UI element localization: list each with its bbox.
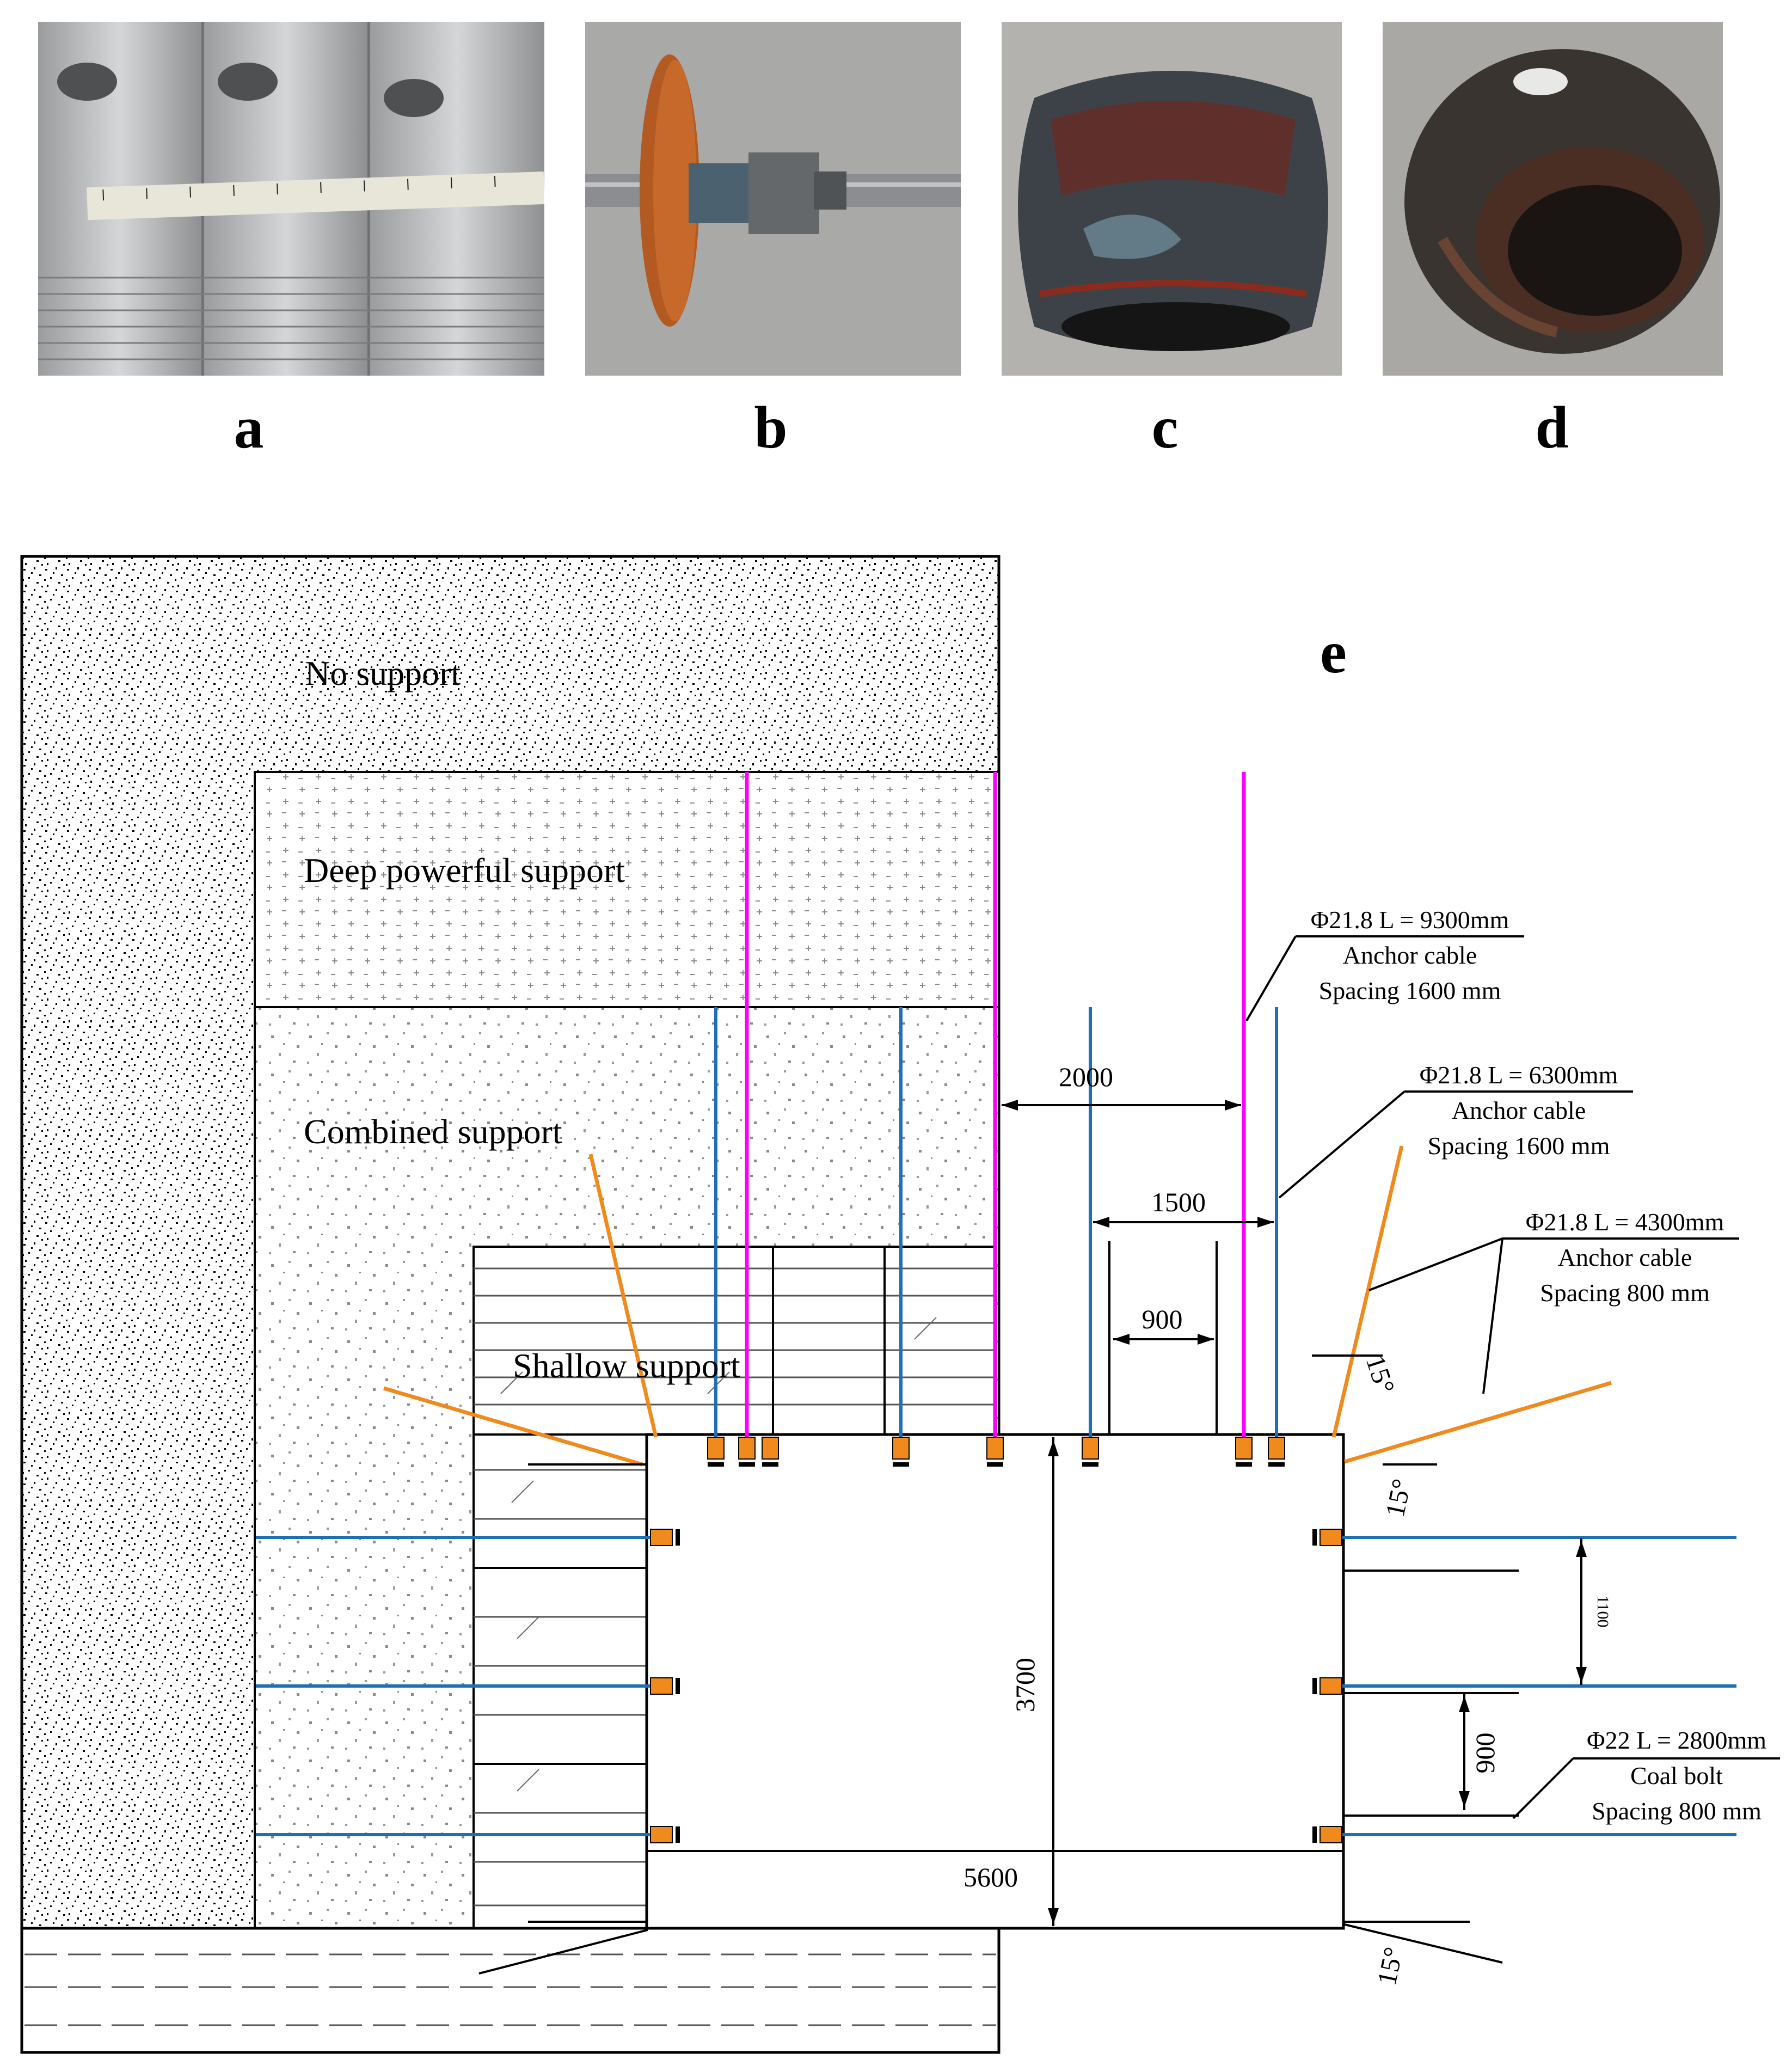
svg-text:Φ22 L = 2800mm: Φ22 L = 2800mm [1587,1726,1766,1754]
coal-bolts [256,1536,1736,1836]
angle-15-right: 15° [1379,1476,1417,1519]
panel-label-d: d [1535,394,1569,461]
svg-text:Spacing 800 mm: Spacing 800 mm [1540,1279,1710,1307]
long-anchor-cables [745,772,1246,1448]
svg-text:Anchor cable: Anchor cable [1452,1096,1586,1124]
photo-d-steel-sleeve-end [1383,22,1723,376]
leader-lines [1245,935,1780,1819]
panel-label-a: a [234,394,264,461]
svg-text:Spacing 1600 mm: Spacing 1600 mm [1319,977,1501,1004]
inclined-short-cables [383,1145,1612,1467]
label-deep-powerful-support: Deep powerful support [304,851,625,890]
dimension-arrows [1002,1100,1587,1924]
zone-shallow-support [472,1246,997,1929]
photo-c-steel-sleeve [1002,22,1342,376]
svg-text:Φ21.8 L = 4300mm: Φ21.8 L = 4300mm [1526,1208,1724,1236]
roadway-section [645,1433,1345,1930]
dim-1500: 1500 [1151,1187,1206,1217]
label-no-support: No support [305,654,461,692]
dimension-lines [528,1104,1582,1964]
svg-text:Anchor cable: Anchor cable [1558,1243,1692,1271]
dim-900-side: 900 [1470,1733,1500,1774]
dim-900-top: 900 [1142,1304,1183,1334]
svg-text:Coal bolt: Coal bolt [1630,1762,1723,1789]
panel-label-e: e [1320,619,1347,685]
photo-b-anchor-cable-lock [585,22,961,376]
panel-label-c: c [1151,394,1179,461]
mid-anchor-cables [714,1007,1278,1448]
dim-1100: 1100 [1594,1596,1612,1628]
dim-3700: 3700 [1010,1658,1040,1712]
annotation-short-cable: Φ21.8 L = 4300mm Anchor cable Spacing 80… [1526,1208,1724,1307]
photo-a-steel-straps [38,22,544,376]
svg-text:Φ21.8 L = 6300mm: Φ21.8 L = 6300mm [1420,1061,1618,1089]
dim-5600: 5600 [963,1862,1018,1892]
annotation-long-cable: Φ21.8 L = 9300mm Anchor cable Spacing 16… [1311,906,1509,1004]
floor-stratum [20,1927,1001,2054]
support-scheme-diagram: No support Deep powerful support Combine… [20,555,1780,2054]
angle-15-top: 15° [1360,1352,1401,1397]
angle-15-bottom: 15° [1371,1944,1409,1988]
svg-text:Spacing 1600 mm: Spacing 1600 mm [1428,1132,1610,1160]
svg-text:Φ21.8 L = 9300mm: Φ21.8 L = 9300mm [1311,906,1509,934]
svg-text:Anchor cable: Anchor cable [1343,941,1477,969]
dim-2000: 2000 [1059,1062,1113,1092]
label-shallow-support: Shallow support [513,1346,740,1385]
panel-label-b: b [754,394,788,461]
tray-plates [650,1437,1342,1843]
svg-text:Spacing 800 mm: Spacing 800 mm [1592,1797,1762,1825]
label-combined-support: Combined support [304,1112,562,1151]
annotation-mid-cable: Φ21.8 L = 6300mm Anchor cable Spacing 16… [1420,1061,1618,1160]
annotation-coal-bolt: Φ22 L = 2800mm Coal bolt Spacing 800 mm [1587,1726,1766,1825]
